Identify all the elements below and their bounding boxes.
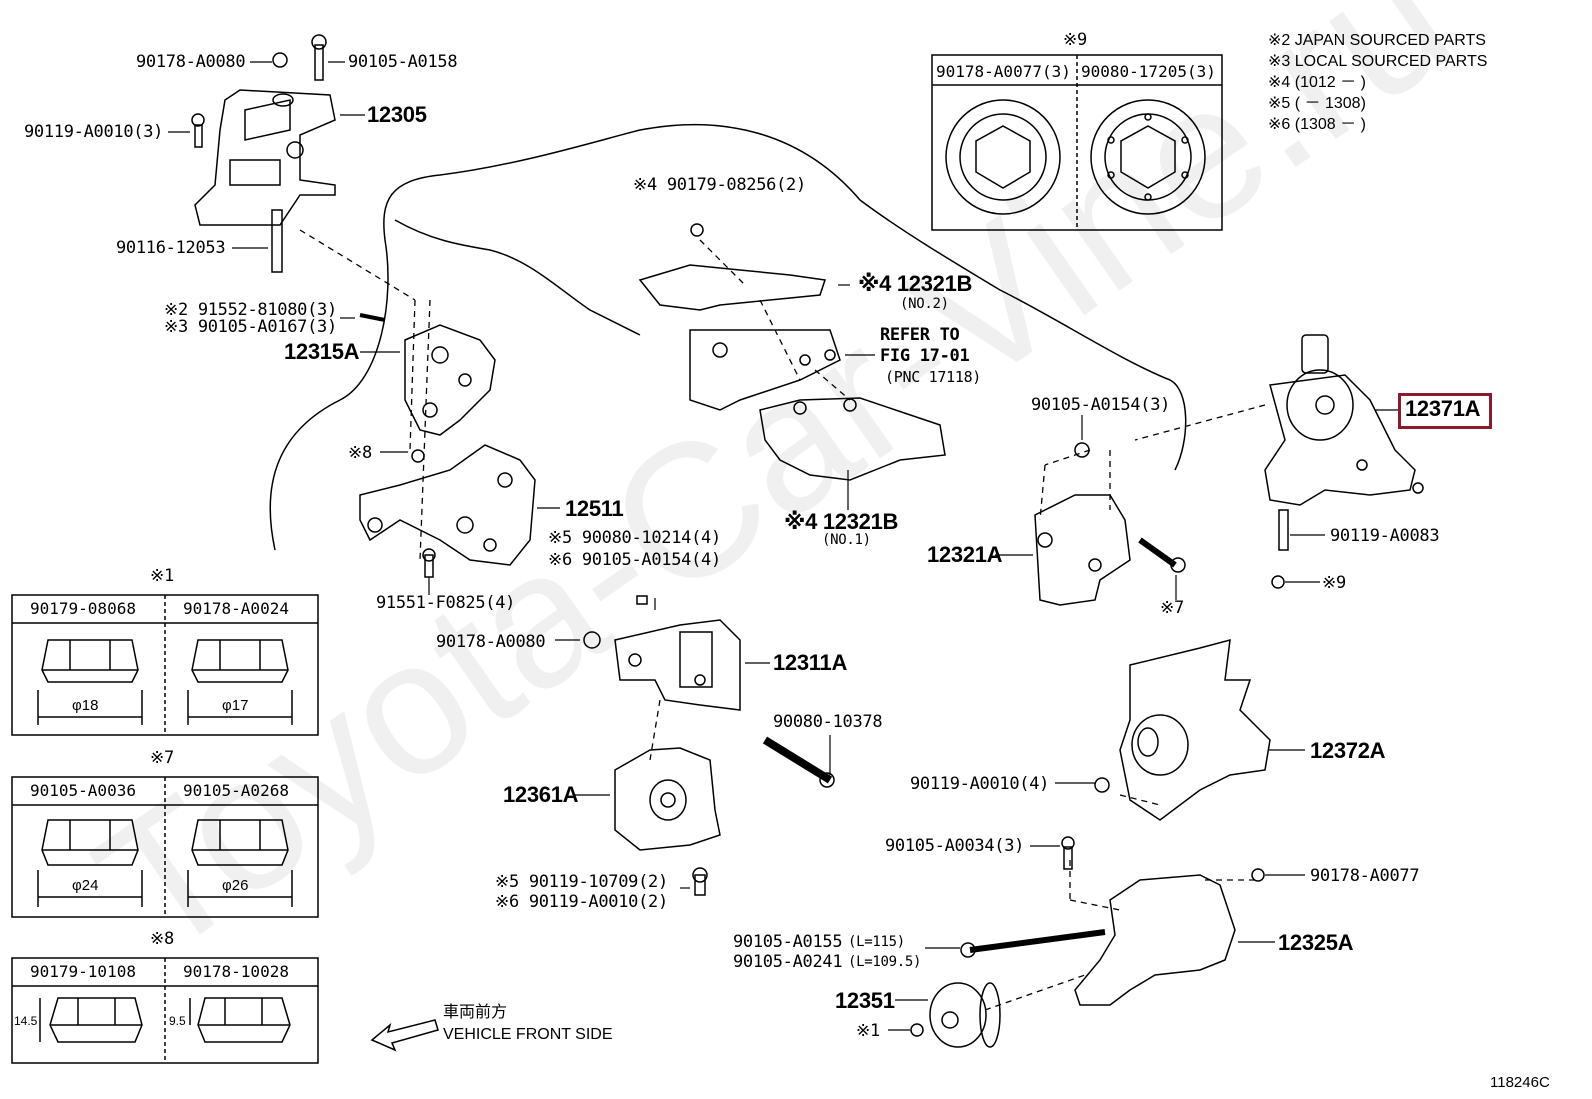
label-90119-A0010-3[interactable]: 90119-A0010(3) bbox=[24, 122, 164, 142]
label-12321A[interactable]: 12321A bbox=[927, 542, 1003, 567]
legend-note-2: ※2 JAPAN SOURCED PARTS bbox=[1268, 32, 1486, 49]
label-90080-10214[interactable]: ※5 90080-10214(4) bbox=[548, 528, 721, 548]
table-1-mark: ※1 bbox=[150, 566, 174, 586]
label-90105-A0154-3[interactable]: 90105-A0154(3) bbox=[1031, 395, 1171, 415]
label-90178-A0077[interactable]: 90178-A0077 bbox=[1310, 866, 1420, 886]
label-12311A[interactable]: 12311A bbox=[773, 650, 848, 675]
table-7-dim2: φ26 bbox=[222, 877, 249, 894]
table-7-col2[interactable]: 90105-A0268 bbox=[183, 781, 289, 800]
label-91551-F0825[interactable]: 91551-F0825(4) bbox=[376, 593, 516, 613]
insulator-12371A-drawing bbox=[1264, 334, 1424, 589]
label-12361A[interactable]: 12361A bbox=[503, 782, 579, 807]
table-1-dim2: φ17 bbox=[222, 697, 249, 714]
refer-line1: REFER TO bbox=[880, 325, 960, 345]
label-12321B-no1[interactable]: ※4 12321B bbox=[784, 509, 899, 534]
label-note-9[interactable]: ※9 bbox=[1322, 573, 1346, 593]
bracket-12511-drawing bbox=[359, 444, 536, 578]
table-9-col1[interactable]: 90178-A0077(3) bbox=[936, 62, 1071, 81]
table-1-dim1: φ18 bbox=[72, 697, 99, 714]
tables-left-drawing bbox=[11, 594, 319, 1064]
shield-12321B-no2-drawing bbox=[638, 223, 826, 311]
label-90119-A0083[interactable]: 90119-A0083 bbox=[1330, 526, 1440, 546]
refer-line3: (PNC 17118) bbox=[885, 368, 982, 386]
label-90178-A0080-top[interactable]: 90178-A0080 bbox=[136, 52, 246, 72]
table-8-height2: 9.5 bbox=[169, 1014, 186, 1028]
label-90105-A0167[interactable]: ※3 90105-A0167(3) bbox=[164, 317, 337, 337]
label-12315A[interactable]: 12315A bbox=[284, 339, 360, 364]
table-7-dim1: φ24 bbox=[72, 877, 99, 894]
highlight-12371A bbox=[1398, 393, 1492, 429]
label-91552-81080[interactable]: ※2 91552-81080(3) bbox=[164, 300, 337, 320]
label-note-7[interactable]: ※7 bbox=[1160, 598, 1184, 618]
legend-note-4: ※4 (1012 － ) bbox=[1268, 74, 1366, 91]
label-90105-A0034[interactable]: 90105-A0034(3) bbox=[885, 836, 1025, 856]
table-1-col2[interactable]: 90178-A0024 bbox=[183, 599, 289, 618]
label-90105-A0155[interactable]: 90105-A0155 bbox=[733, 932, 843, 952]
legend-note-5: ※5 ( － 1308) bbox=[1268, 95, 1366, 112]
table-8-mark: ※8 bbox=[150, 929, 174, 949]
leader-lines bbox=[168, 61, 1400, 1031]
mount-12305-drawing bbox=[191, 34, 336, 273]
label-12511[interactable]: 12511 bbox=[565, 496, 624, 521]
dashed-guides bbox=[299, 229, 1266, 1011]
bracket-12311A-drawing bbox=[583, 595, 835, 788]
table-1-col1[interactable]: 90179-08068 bbox=[30, 599, 136, 618]
label-90119-A0010-2[interactable]: ※6 90119-A0010(2) bbox=[495, 892, 668, 912]
label-12325A[interactable]: 12325A bbox=[1278, 930, 1354, 955]
label-note-1[interactable]: ※1 bbox=[856, 1021, 880, 1041]
label-12372A[interactable]: 12372A bbox=[1310, 738, 1386, 763]
diagram-id: 118246C bbox=[1490, 1074, 1550, 1091]
legend-note-3: ※3 LOCAL SOURCED PARTS bbox=[1268, 53, 1488, 70]
bracket-refer-drawing bbox=[689, 329, 841, 411]
bracket-12321A-drawing bbox=[1034, 442, 1186, 606]
label-90105-A0241-length: (L=109.5) bbox=[848, 954, 922, 970]
label-90105-A0158[interactable]: 90105-A0158 bbox=[348, 52, 458, 72]
label-12351[interactable]: 12351 bbox=[835, 988, 895, 1013]
table-9-mark: ※9 bbox=[1063, 30, 1087, 50]
label-note-8[interactable]: ※8 bbox=[348, 443, 372, 463]
insulator-12361A-drawing bbox=[614, 747, 721, 896]
label-90105-A0154-4[interactable]: ※6 90105-A0154(4) bbox=[548, 550, 721, 570]
insulator-12351-drawing bbox=[910, 982, 1001, 1048]
label-90080-10378[interactable]: 90080-10378 bbox=[773, 712, 883, 732]
label-90105-A0155-length: (L=115) bbox=[848, 934, 905, 950]
table-9-drawing bbox=[931, 54, 1223, 231]
bracket-12372A-drawing bbox=[1094, 638, 1271, 821]
label-90178-A0080-mid[interactable]: 90178-A0080 bbox=[436, 632, 546, 652]
legend-note-6: ※6 (1308 － ) bbox=[1268, 116, 1366, 133]
label-12371A[interactable]: 12371A bbox=[1405, 396, 1481, 421]
engine-outline bbox=[269, 124, 1187, 551]
label-12321B-no1-sub: (NO.1) bbox=[822, 532, 871, 548]
table-8-height1: 14.5 bbox=[14, 1014, 38, 1028]
table-8-col1[interactable]: 90179-10108 bbox=[30, 962, 136, 981]
table-7-mark: ※7 bbox=[150, 748, 174, 768]
label-12305[interactable]: 12305 bbox=[367, 102, 427, 127]
label-90116-12053[interactable]: 90116-12053 bbox=[116, 238, 226, 258]
front-arrow bbox=[370, 1019, 439, 1052]
label-90119-A0010-4[interactable]: 90119-A0010(4) bbox=[910, 774, 1050, 794]
bracket-12315A-drawing bbox=[359, 313, 496, 463]
label-90105-A0241[interactable]: 90105-A0241 bbox=[733, 952, 843, 972]
label-12321B-no2-sub: (NO.2) bbox=[900, 296, 949, 312]
front-side-jp: 車両前方 bbox=[443, 1004, 508, 1021]
bracket-12325A-drawing bbox=[960, 836, 1265, 1006]
refer-line2: FIG 17-01 bbox=[880, 346, 970, 366]
engine-outline-inner bbox=[394, 219, 641, 336]
table-9-col2[interactable]: 90080-17205(3) bbox=[1081, 62, 1216, 81]
table-7-col1[interactable]: 90105-A0036 bbox=[30, 781, 136, 800]
table-8-col2[interactable]: 90178-10028 bbox=[183, 962, 289, 981]
shield-12321B-no1-drawing bbox=[759, 397, 946, 481]
label-90119-10709[interactable]: ※5 90119-10709(2) bbox=[495, 872, 668, 892]
label-90179-08256[interactable]: ※4 90179-08256(2) bbox=[633, 175, 806, 195]
front-side-en: VEHICLE FRONT SIDE bbox=[443, 1026, 613, 1043]
label-12321B-no2[interactable]: ※4 12321B bbox=[858, 271, 973, 296]
